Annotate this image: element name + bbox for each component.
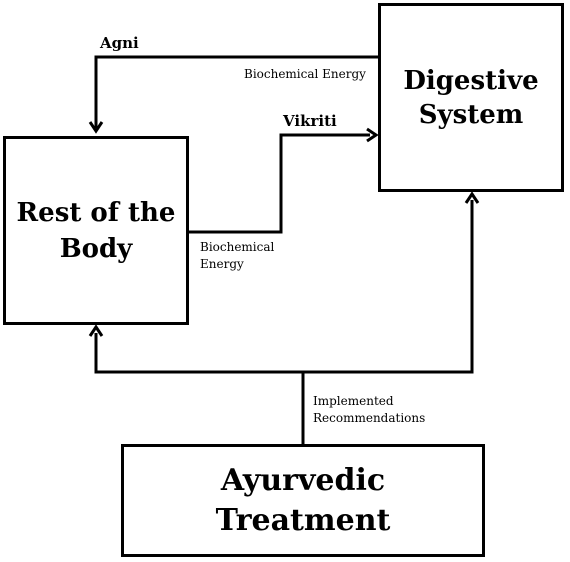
digestive-system-label: Digestive System: [403, 65, 539, 130]
agni-label: Agni: [100, 34, 139, 52]
arrowhead-body: [88, 324, 104, 337]
arrow-vikriti: [189, 133, 370, 234]
arrowhead-agni: [88, 121, 104, 134]
vikriti-label: Vikriti: [283, 112, 337, 130]
arrow-agni: [94, 55, 378, 128]
arrow-to-digestive: [303, 200, 474, 374]
arrowhead-vikriti: [366, 127, 379, 143]
rest-of-body-box: Rest of the Body: [3, 136, 189, 325]
rest-of-body-label: Rest of the Body: [16, 197, 176, 264]
biochemical-energy-bottom-label: Biochemical Energy: [200, 240, 275, 271]
ayurvedic-treatment-label: Ayurvedic Treatment: [215, 462, 391, 538]
implemented-recommendations-label: Implemented Recommendations: [313, 394, 426, 425]
arrow-to-body: [94, 333, 303, 374]
digestive-system-box: Digestive System: [378, 3, 564, 192]
arrowhead-digestive: [464, 191, 480, 204]
biochemical-energy-top-label: Biochemical Energy: [244, 67, 366, 81]
ayurvedic-treatment-box: Ayurvedic Treatment: [121, 444, 485, 557]
